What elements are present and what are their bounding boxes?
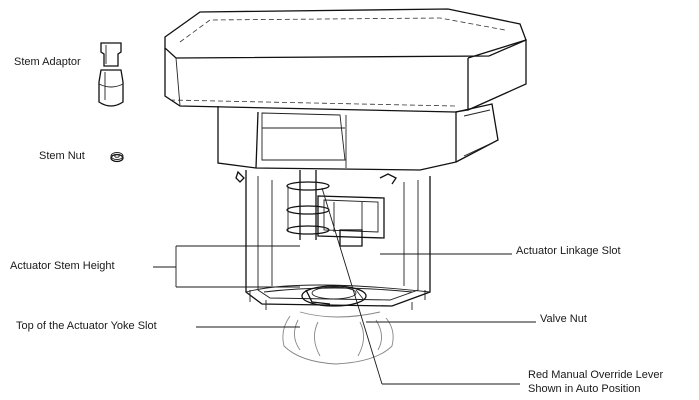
label-stem-adaptor: Stem Adaptor [14, 56, 81, 68]
actuator-housing [164, 8, 527, 171]
stem-adaptor-icon [98, 42, 124, 107]
label-valve-nut: Valve Nut [540, 313, 587, 325]
actuator-stem [286, 170, 330, 240]
valve-body [282, 311, 394, 365]
label-actuator-stem-height: Actuator Stem Height [10, 260, 115, 272]
label-top-of-yoke-slot: Top of the Actuator Yoke Slot [16, 320, 157, 332]
label-stem-nut: Stem Nut [39, 150, 85, 162]
leader-lines [153, 187, 536, 385]
stem-nut-icon [110, 152, 124, 163]
label-red-manual-override-line2: Shown in Auto Position [528, 383, 641, 395]
valve-coupling [301, 285, 367, 307]
actuator-yoke [235, 170, 431, 310]
linkage-block [317, 195, 385, 247]
label-red-manual-override-line1: Red Manual Override Lever [528, 369, 664, 381]
label-actuator-linkage-slot: Actuator Linkage Slot [516, 245, 621, 257]
